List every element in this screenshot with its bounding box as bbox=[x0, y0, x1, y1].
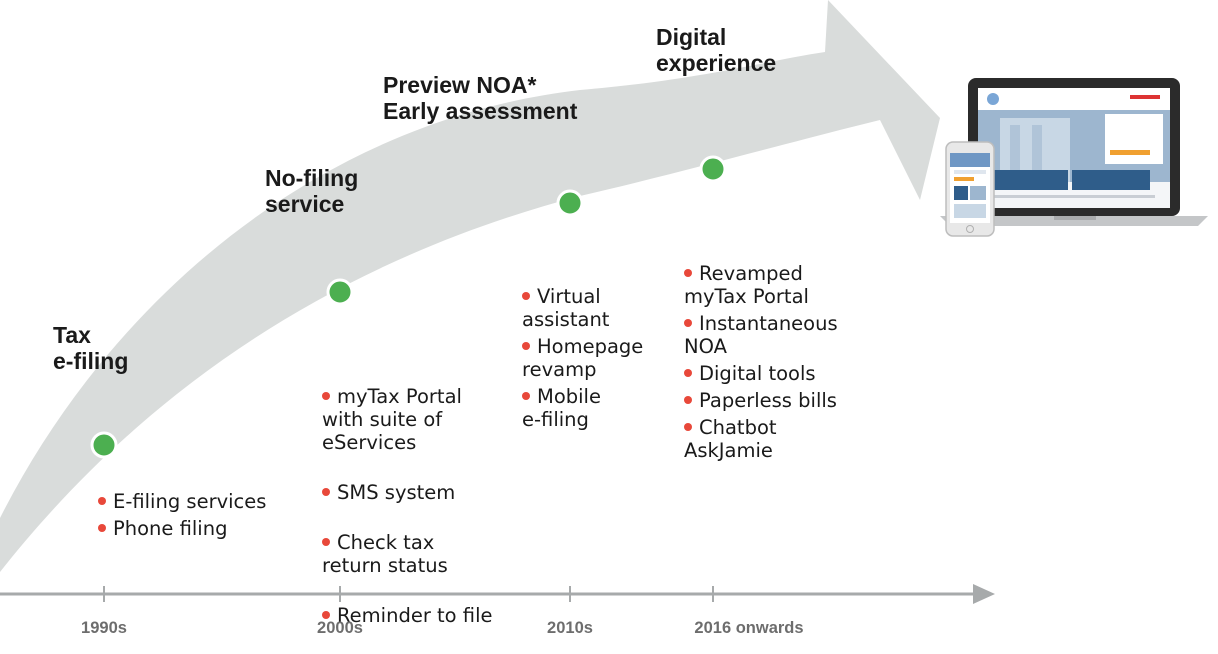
smartphone-icon bbox=[945, 141, 995, 237]
period-label: 2000s bbox=[317, 619, 363, 637]
feature-item: Homepage revamp bbox=[522, 335, 672, 381]
laptop-icon bbox=[940, 78, 1208, 226]
feature-item: Mobile e-filing bbox=[522, 385, 672, 431]
milestone-title: Preview NOA* Early assessment bbox=[383, 72, 578, 124]
feature-item: E-filing services bbox=[98, 490, 298, 513]
milestone-title: No-filing service bbox=[265, 165, 359, 217]
milestone-node bbox=[699, 155, 727, 183]
milestone-node bbox=[556, 189, 584, 217]
feature-item: Virtual assistant bbox=[522, 285, 672, 331]
diagram-graphic bbox=[0, 0, 1208, 604]
milestone-node bbox=[90, 431, 118, 459]
stage-feature-list: E-filing services Phone filing bbox=[98, 490, 298, 544]
feature-item: Reminder to file bbox=[322, 604, 522, 627]
feature-item: Digital tools bbox=[684, 362, 884, 385]
feature-item: SMS system bbox=[322, 481, 522, 504]
evolution-diagram: Tax e-filing No-filing service Preview N… bbox=[0, 0, 1218, 638]
stage-feature-list: Virtual assistant Homepage revamp Mobile… bbox=[522, 285, 672, 435]
feature-item: Phone filing bbox=[98, 517, 298, 540]
evolution-arrow bbox=[0, 0, 940, 572]
feature-item: Paperless bills bbox=[684, 389, 884, 412]
milestone-title: Digital experience bbox=[656, 24, 777, 76]
stage-feature-list: myTax Portal with suite of eServices SMS… bbox=[322, 362, 522, 654]
period-label: 1990s bbox=[81, 619, 127, 637]
period-label: 2010s bbox=[547, 619, 593, 637]
feature-item: Chatbot AskJamie bbox=[684, 416, 884, 462]
stage-feature-list: Revamped myTax Portal Instantaneous NOA … bbox=[684, 262, 884, 466]
milestone-title: Tax e-filing bbox=[53, 322, 129, 374]
feature-item: myTax Portal with suite of eServices bbox=[322, 385, 522, 454]
feature-item: Check tax return status bbox=[322, 531, 522, 577]
period-label: 2016 onwards bbox=[694, 619, 804, 637]
feature-item: Instantaneous NOA bbox=[684, 312, 884, 358]
feature-item: Revamped myTax Portal bbox=[684, 262, 884, 308]
milestone-node bbox=[326, 278, 354, 306]
timeline-axis bbox=[0, 584, 995, 604]
